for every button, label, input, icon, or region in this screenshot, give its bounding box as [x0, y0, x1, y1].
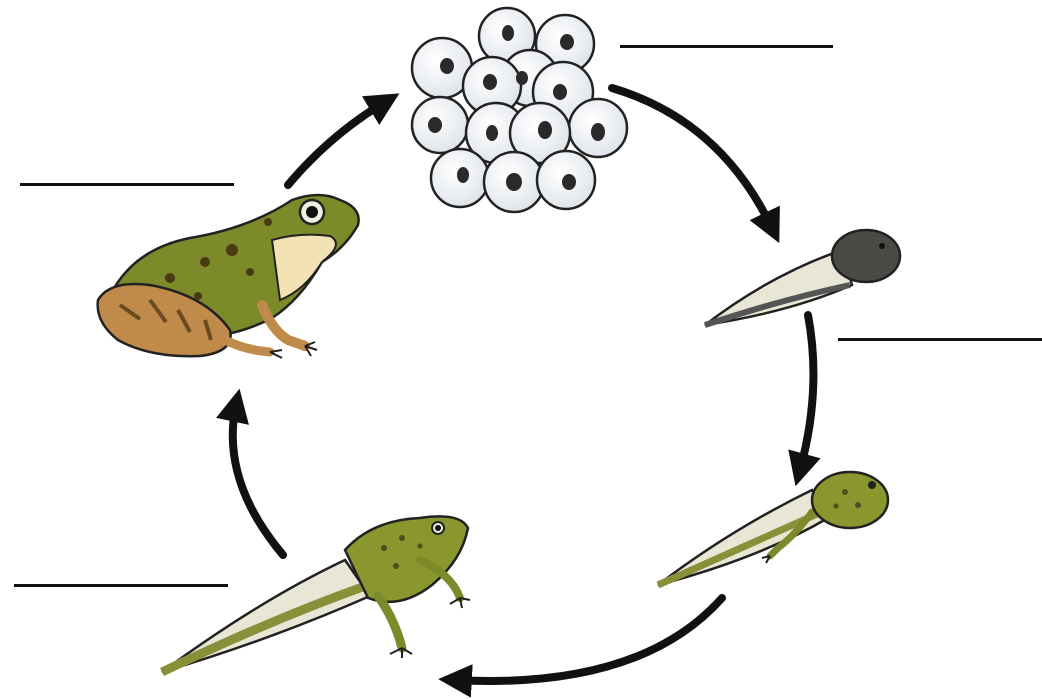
- arrow-tadpole-to-legs: [800, 315, 813, 470]
- arrow-froglet-to-frog: [233, 405, 283, 555]
- arrow-frog-to-eggs: [288, 102, 385, 185]
- froglet-icon: [162, 516, 470, 672]
- arrow-eggs-to-tadpole: [612, 88, 772, 228]
- tadpole-icon: [705, 230, 900, 325]
- adult-frog-icon: [98, 195, 359, 358]
- frogspawn-eggs-icon: [412, 8, 627, 212]
- arrow-legs-to-froglet: [455, 598, 722, 681]
- tadpole-with-back-legs-icon: [658, 472, 888, 585]
